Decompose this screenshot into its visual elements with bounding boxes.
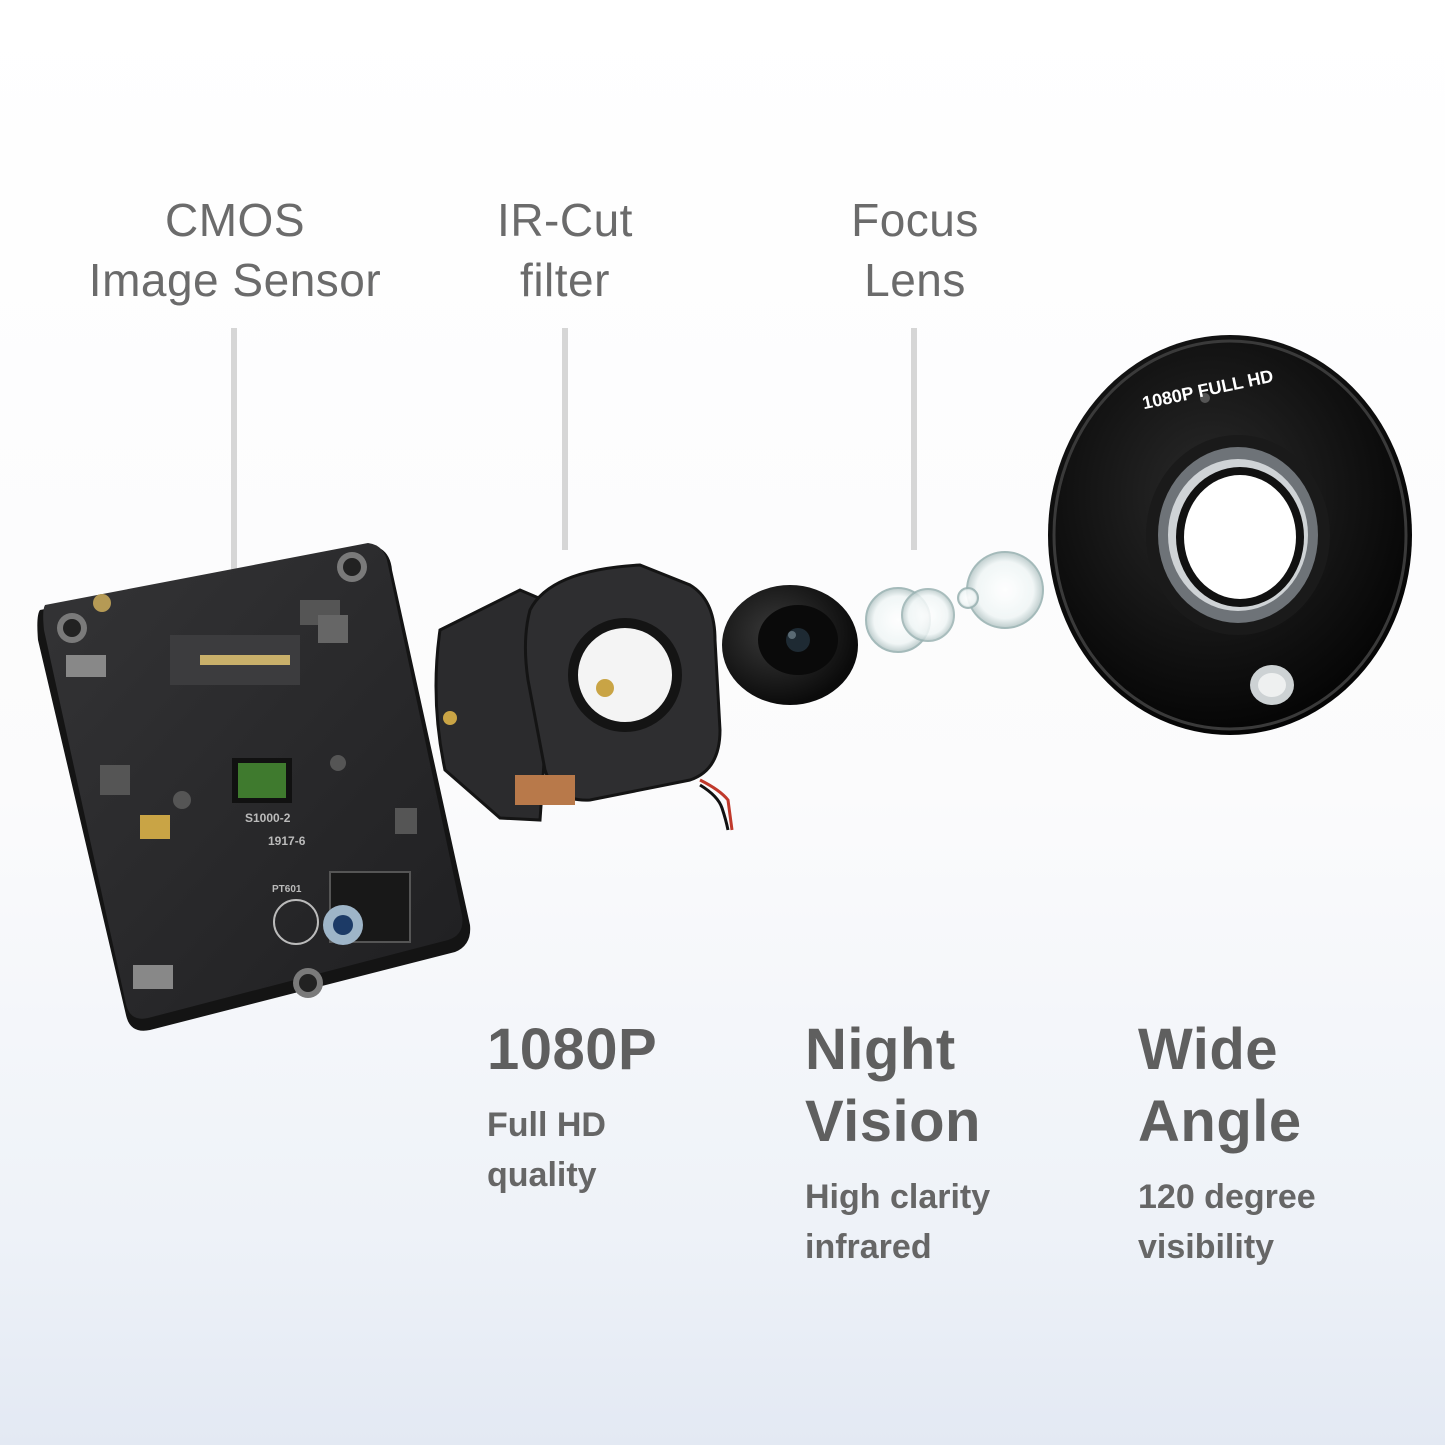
ircut-label-line2: filter bbox=[520, 254, 610, 306]
cmos-sensor-label: CMOS Image Sensor bbox=[40, 190, 430, 310]
feature-wide-angle: Wide Angle 120 degree visibility bbox=[1138, 1014, 1316, 1272]
feature-night-vision: Night Vision High clarity infrared bbox=[805, 1014, 990, 1272]
focus-lens-glass-elements bbox=[865, 551, 1044, 653]
pcb-board: S1000-2 1917-6 PT601 bbox=[37, 543, 471, 1031]
ircut-leader-line bbox=[562, 328, 568, 550]
cmos-label-line2: Image Sensor bbox=[88, 254, 382, 306]
feature-wide-desc-line2: visibility bbox=[1138, 1228, 1275, 1266]
focus-label-line1: Focus bbox=[851, 194, 979, 246]
svg-text:PT601: PT601 bbox=[272, 884, 302, 895]
lens-barrel bbox=[722, 585, 858, 705]
ircut-label-line1: IR-Cut bbox=[497, 194, 633, 246]
feature-night-desc-line1: High clarity bbox=[805, 1178, 991, 1216]
svg-text:S1000-2: S1000-2 bbox=[245, 811, 291, 825]
focus-lens-label: Focus Lens bbox=[790, 190, 1040, 310]
feature-1080p: 1080P Full HD quality bbox=[487, 1014, 657, 1200]
feature-1080p-desc-line2: quality bbox=[487, 1156, 597, 1194]
feature-night-title-line2: Vision bbox=[805, 1089, 981, 1154]
focus-label-line2: Lens bbox=[864, 254, 966, 306]
ircut-filter-label: IR-Cut filter bbox=[440, 190, 690, 310]
feature-1080p-title: 1080P bbox=[487, 1017, 658, 1082]
ircut-filter-holder bbox=[434, 563, 734, 831]
svg-text:1917-6: 1917-6 bbox=[268, 834, 306, 848]
feature-1080p-desc-line1: Full HD bbox=[487, 1106, 606, 1144]
front-lens-ring: 1080P FULL HD bbox=[1048, 335, 1412, 735]
feature-night-title-line1: Night bbox=[805, 1017, 956, 1082]
cmos-leader-line bbox=[231, 328, 237, 716]
focus-leader-line bbox=[911, 328, 917, 550]
feature-wide-title-line1: Wide bbox=[1138, 1017, 1279, 1082]
feature-night-desc-line2: infrared bbox=[805, 1228, 932, 1266]
cmos-label-line1: CMOS bbox=[165, 194, 305, 246]
feature-wide-desc-line1: 120 degree bbox=[1138, 1178, 1316, 1216]
feature-wide-title-line2: Angle bbox=[1138, 1089, 1302, 1154]
